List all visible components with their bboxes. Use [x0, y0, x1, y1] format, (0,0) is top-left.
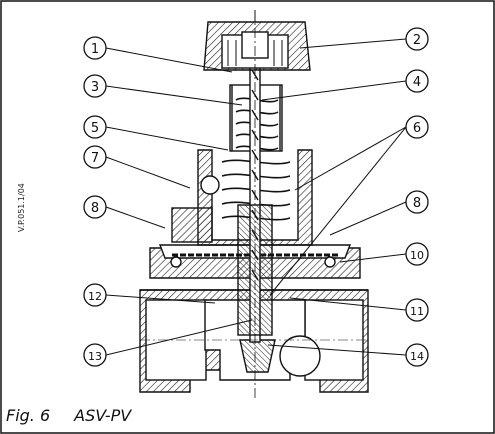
callout-11: 11	[405, 298, 429, 322]
callout-10-label: 10	[410, 249, 424, 262]
callout-14: 14	[405, 343, 429, 367]
callout-13: 13	[83, 343, 107, 367]
callout-6: 6	[405, 115, 429, 139]
callout-3: 3	[83, 74, 107, 98]
callout-8-left-label: 8	[91, 201, 99, 216]
callout-8-left: 8	[83, 195, 107, 219]
leader-lines	[105, 38, 407, 356]
callout-1: 1	[83, 36, 107, 60]
callout-3-label: 3	[91, 80, 99, 95]
caption-title: ASV-PV	[74, 406, 132, 425]
callout-7: 7	[83, 145, 107, 169]
callout-6-label: 6	[413, 121, 421, 136]
callout-1-label: 1	[91, 42, 99, 57]
callout-12: 12	[83, 283, 107, 307]
callout-4: 4	[405, 69, 429, 93]
callout-7-label: 7	[91, 151, 99, 166]
callout-11-label: 11	[410, 305, 424, 318]
drawing-code: V.P.051.1/04	[17, 183, 26, 232]
figure-caption: Fig. 6 ASV-PV	[6, 406, 131, 425]
callout-2: 2	[405, 27, 429, 51]
callout-10: 10	[405, 242, 429, 266]
callout-14-label: 14	[410, 350, 424, 363]
callout-5-label: 5	[91, 121, 99, 136]
callout-8-right: 8	[405, 190, 429, 214]
callout-5: 5	[83, 115, 107, 139]
callout-4-label: 4	[413, 75, 421, 90]
callout-13-label: 13	[88, 350, 102, 363]
callout-2-label: 2	[413, 33, 421, 48]
callout-8-right-label: 8	[413, 196, 421, 211]
caption-number: Fig. 6	[6, 406, 51, 425]
callout-12-label: 12	[88, 290, 102, 303]
